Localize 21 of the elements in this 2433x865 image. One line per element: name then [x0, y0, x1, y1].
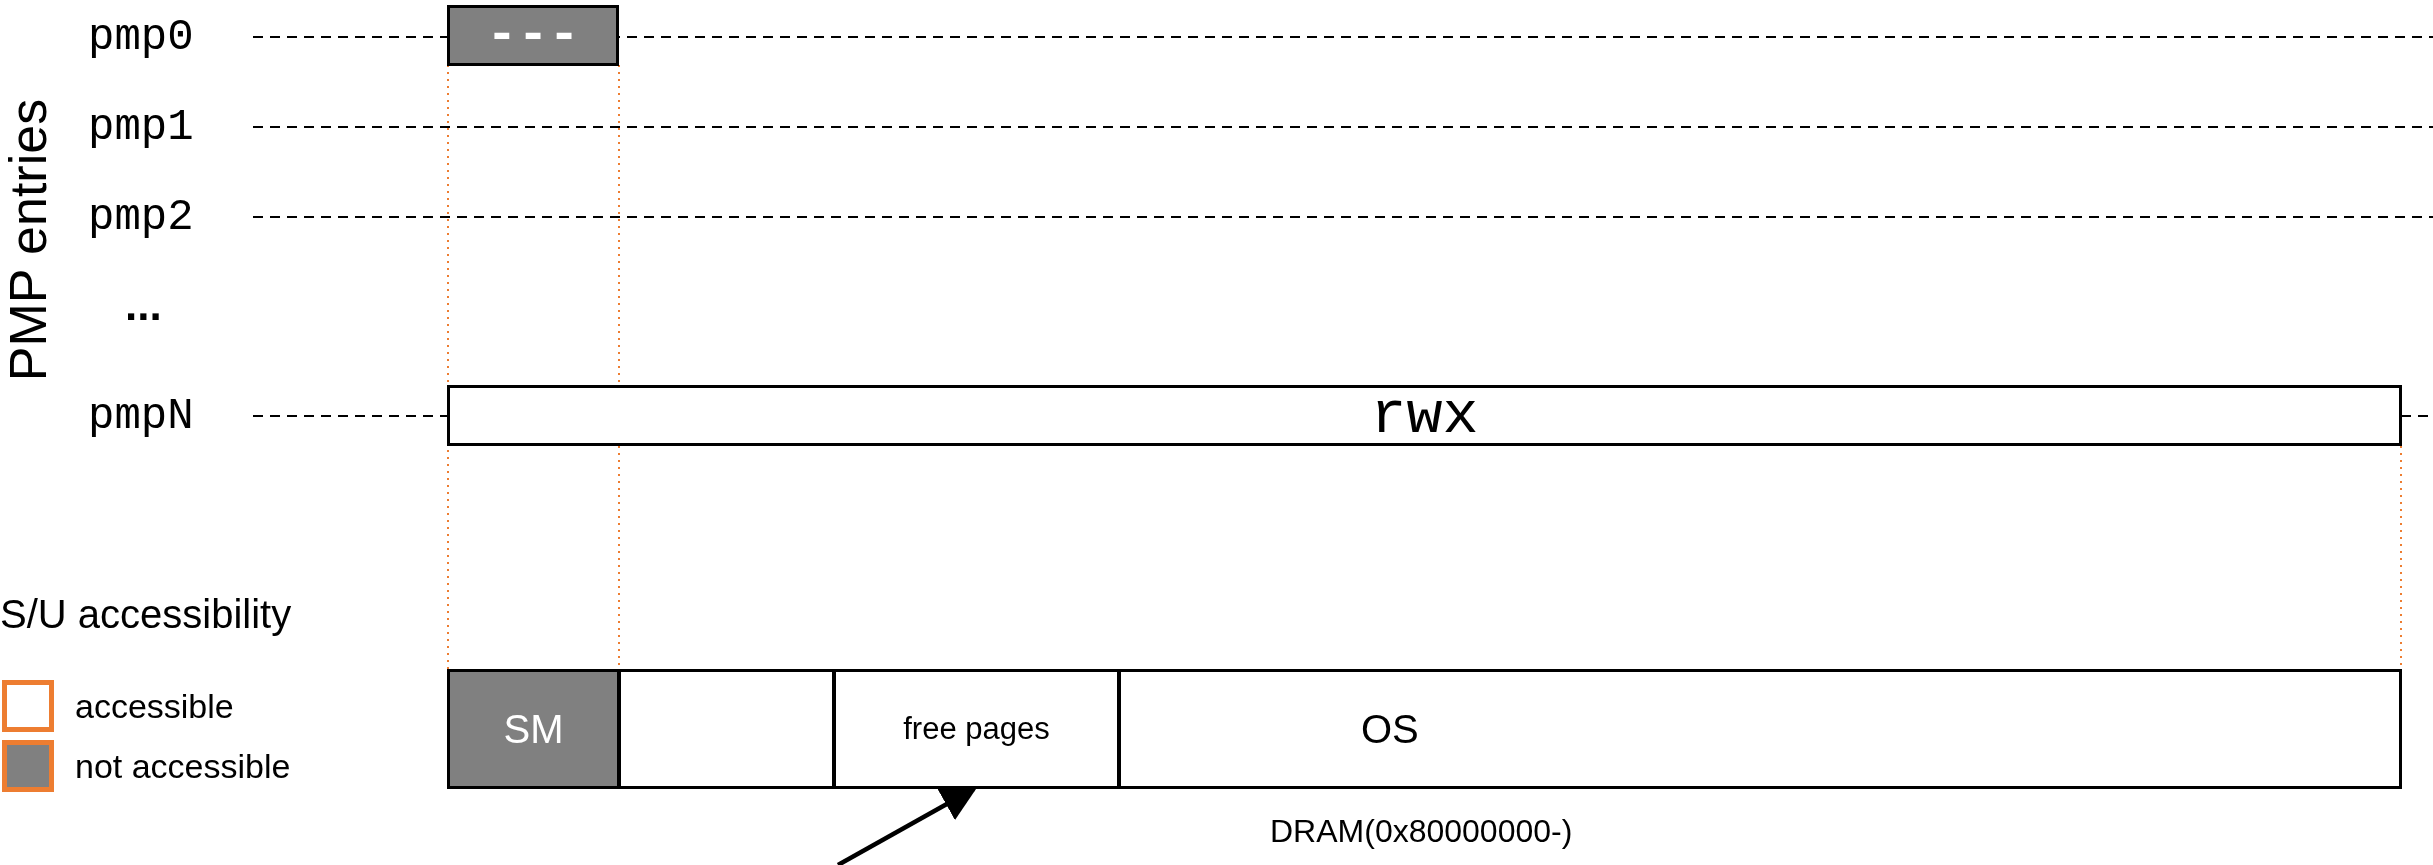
- region-label: OS: [1361, 706, 1419, 752]
- legend-label: not accessible: [75, 749, 291, 783]
- row-label: pmp0: [88, 15, 194, 59]
- region-label: free pages: [903, 711, 1050, 747]
- memory-caption: DRAM(0x80000000-): [1270, 815, 1573, 847]
- memory-region-box: [1118, 669, 2402, 789]
- ellipsis: ...: [125, 283, 162, 327]
- axis-title: PMP entries: [2, 98, 55, 382]
- region-label: ---: [486, 6, 580, 65]
- row-label: pmp1: [88, 105, 194, 149]
- pmp-entry-box: [447, 385, 2402, 446]
- legend-title: S/U accessibility: [0, 594, 292, 634]
- memory-region-box: [618, 669, 835, 789]
- memory-region-box: [447, 669, 620, 789]
- region-label: SM: [503, 706, 564, 752]
- pmp-entry-box: [447, 5, 619, 66]
- row-label: pmp2: [88, 195, 194, 239]
- row-label: pmpN: [88, 394, 194, 438]
- legend-label: accessible: [75, 689, 234, 723]
- region-label: rwx: [1370, 381, 1479, 450]
- memory-region-box: [833, 669, 1120, 789]
